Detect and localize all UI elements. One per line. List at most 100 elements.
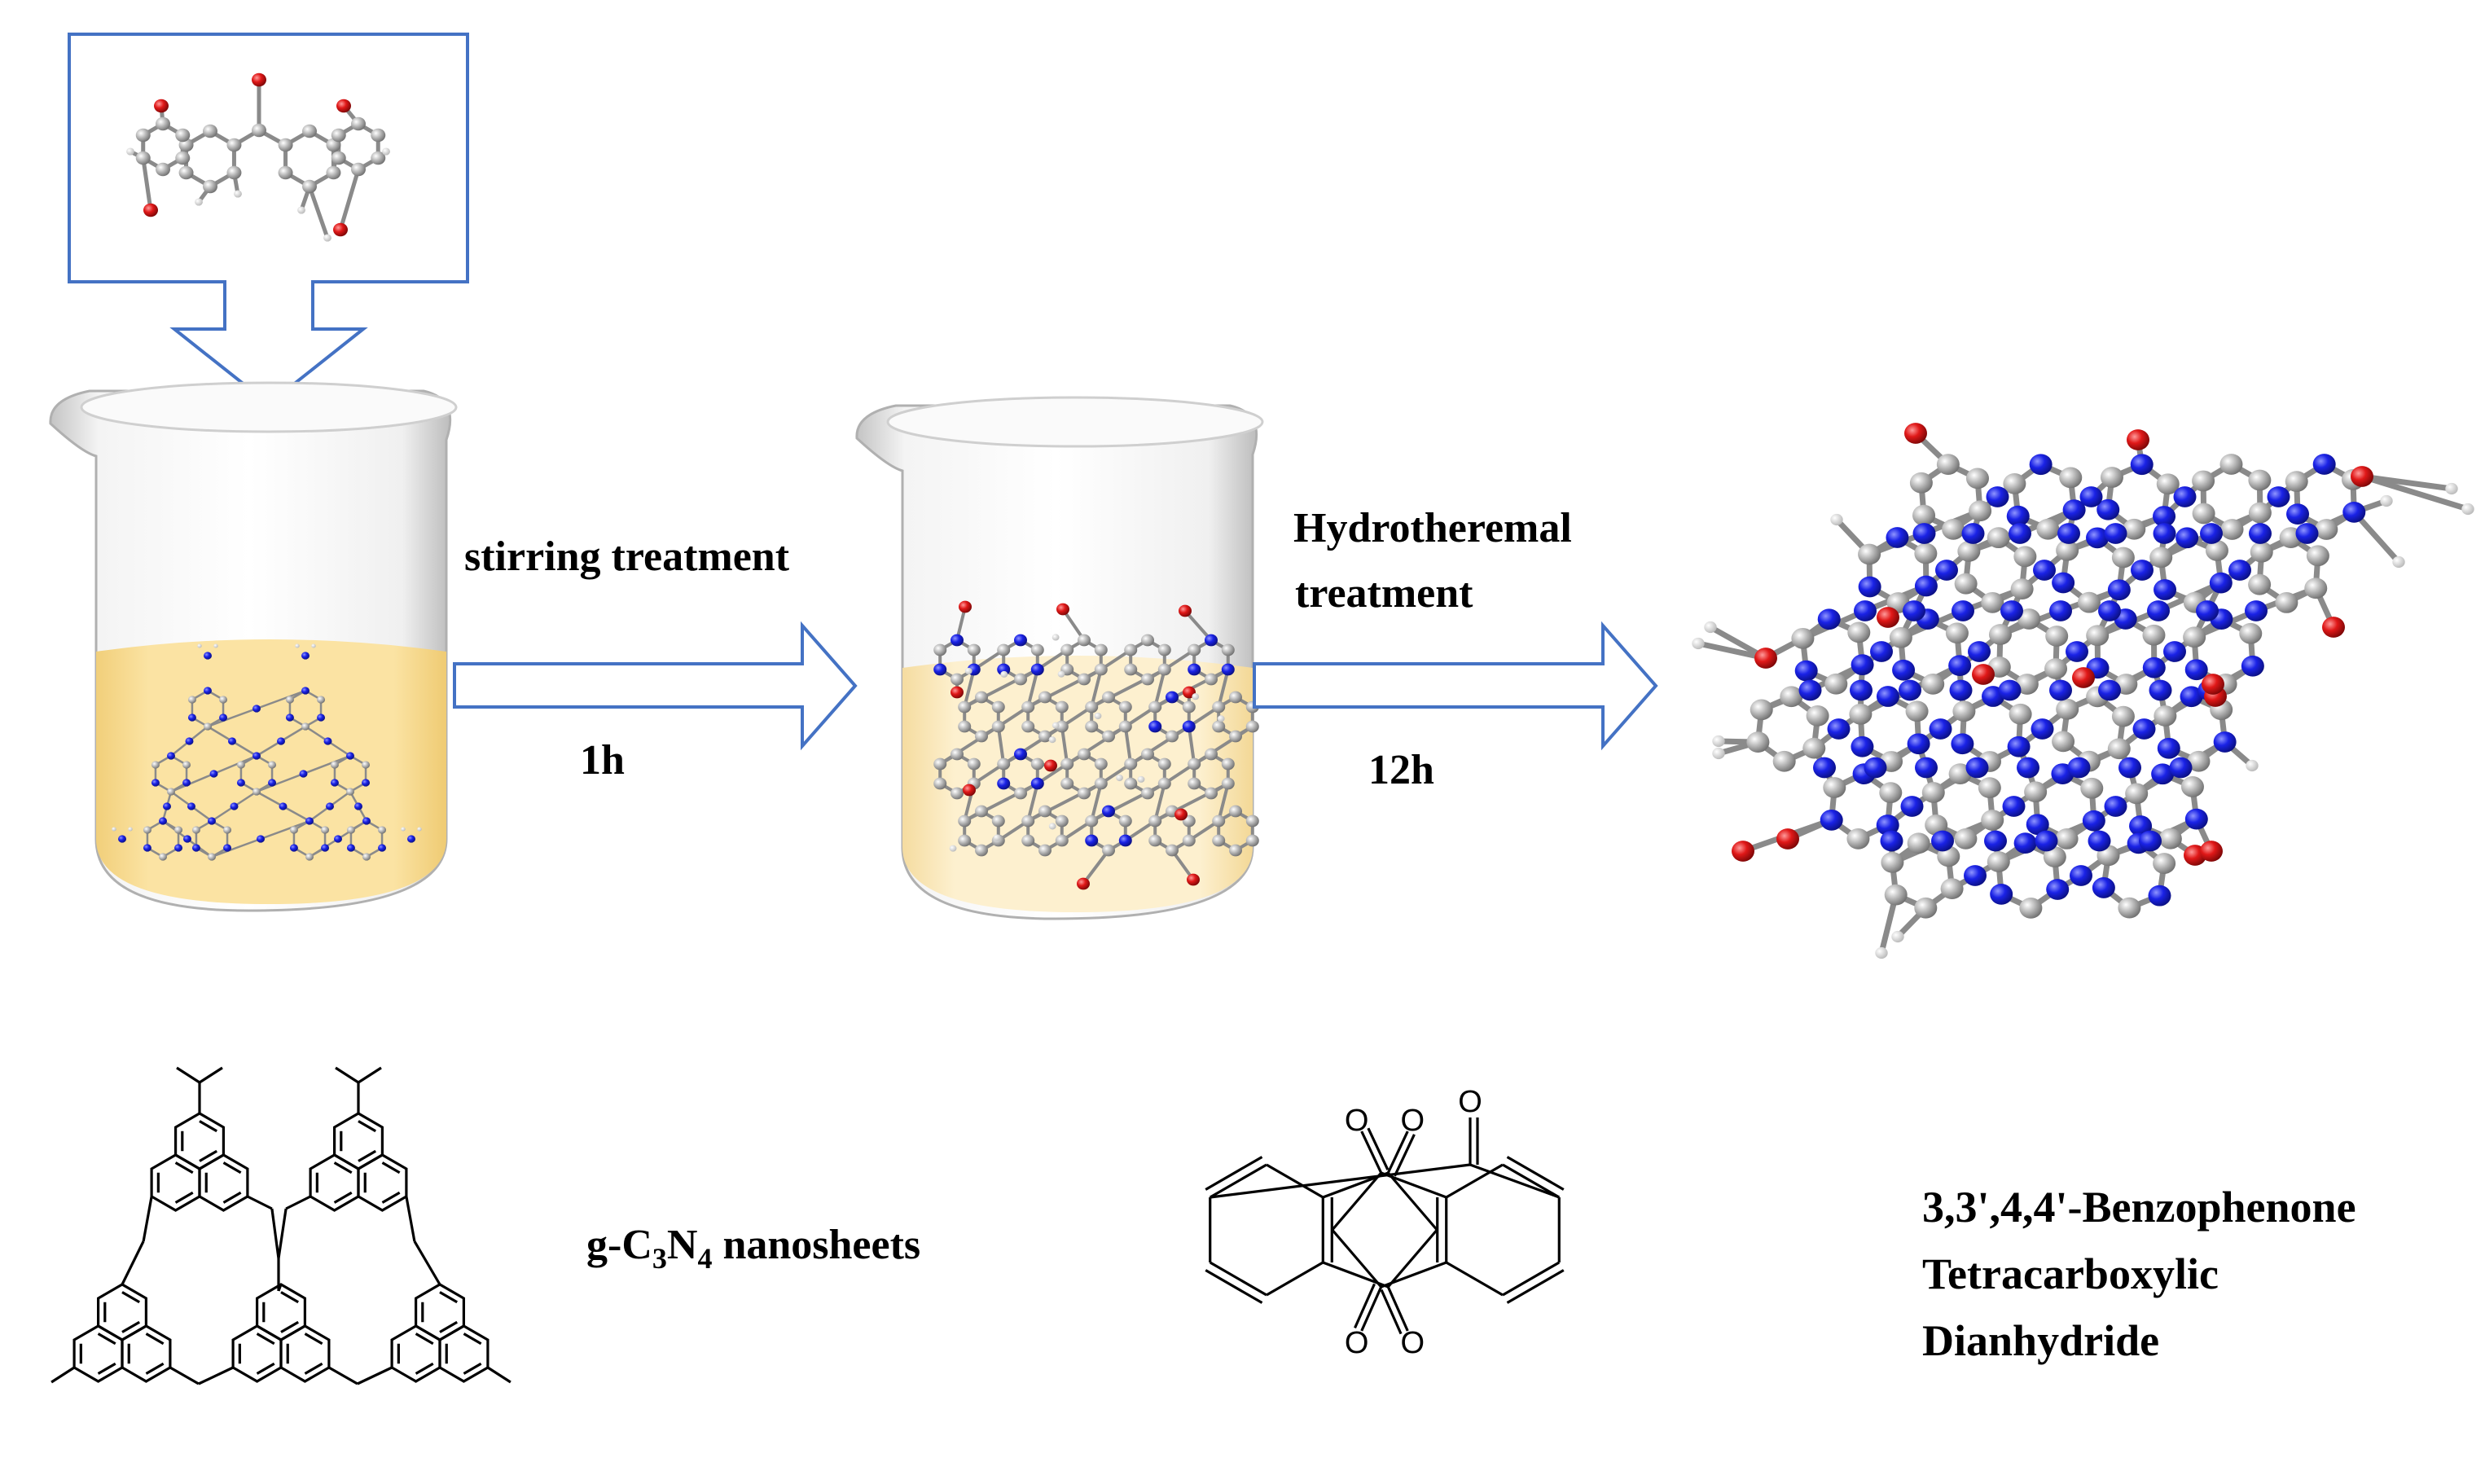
carbon-atom	[975, 691, 988, 704]
nitrogen-atom	[2157, 737, 2180, 759]
nitrogen-atom	[279, 802, 288, 810]
model-bond	[1217, 782, 1230, 823]
carbon-atom	[1060, 757, 1074, 771]
model-bond	[282, 805, 311, 823]
carbon-atom	[346, 826, 355, 834]
btda-label-line3: Dianhydride	[1922, 1316, 2159, 1365]
nitrogen-atom	[252, 752, 261, 760]
nitrogen-atom	[185, 737, 194, 745]
nitrogen-atom	[1886, 527, 1909, 548]
nitrogen-atom	[183, 835, 191, 843]
carbon-atom	[2003, 473, 2026, 494]
skeletal-double-bond	[333, 1191, 353, 1204]
btda-double-bond	[1367, 1127, 1390, 1170]
btda-double-bond	[1506, 1269, 1565, 1304]
carbon-atom	[1038, 730, 1052, 743]
hydrogen-atom	[1000, 670, 1008, 678]
skeletal-bridge	[328, 1366, 358, 1385]
nitrogen-atom	[1968, 641, 1991, 662]
carbon-atom	[226, 165, 242, 180]
model-bond	[255, 740, 283, 757]
skeletal-double-bond	[174, 1161, 194, 1174]
skeletal-double-bond	[222, 1161, 242, 1174]
model-bond	[279, 725, 307, 743]
model-bond	[963, 668, 976, 709]
step2-label-line2: treatment	[1295, 570, 1473, 617]
model-bond	[996, 725, 1006, 766]
nitrogen-atom	[2098, 600, 2121, 621]
carbon-atom	[2306, 545, 2329, 567]
carbon-atom	[2010, 578, 2034, 600]
product-composite-model	[1692, 423, 2474, 959]
oxygen-atom	[336, 99, 351, 113]
oxygen-atom	[2072, 667, 2095, 688]
model-bond	[304, 725, 329, 743]
carbon-atom	[2248, 502, 2272, 524]
nitrogen-atom	[285, 713, 294, 722]
carbon-atom	[1846, 828, 1870, 850]
btda-bond	[1210, 1163, 1471, 1199]
skeletal-bridge	[176, 1066, 200, 1084]
carbon-atom	[1245, 720, 1259, 733]
carbon-atom	[2045, 626, 2069, 647]
nitrogen-atom	[1964, 865, 1987, 886]
nitrogen-atom	[1854, 600, 1877, 621]
hydrogen-atom	[1891, 930, 1904, 943]
nitrogen-atom	[933, 663, 947, 676]
carbon-atom	[219, 696, 228, 704]
nitrogen-atom	[208, 817, 216, 825]
carbon-atom	[1940, 878, 1964, 900]
hydrogen-atom	[964, 667, 972, 674]
skeletal-double-bond	[121, 1320, 141, 1333]
carbon-atom	[1884, 884, 1908, 906]
skeletal-double-bond	[358, 1149, 377, 1162]
carbon-atom	[1245, 814, 1259, 828]
carbon-atom	[1954, 828, 1978, 850]
skeletal-bridge	[357, 1366, 393, 1385]
nitrogen-atom	[346, 844, 355, 852]
carbon-atom	[1909, 472, 1933, 494]
carbon-atom	[2304, 577, 2328, 599]
carbon-atom	[1085, 814, 1099, 828]
hydrogen-atom	[1217, 715, 1225, 722]
carbon-atom	[1912, 504, 1936, 526]
step2-label-line1: Hydrotheremal	[1293, 505, 1572, 551]
carbon-atom	[1055, 814, 1069, 828]
carbon-atom	[2077, 591, 2101, 613]
carbon-atom	[285, 696, 294, 704]
carbon-atom	[151, 761, 160, 769]
btda-bond	[1445, 1163, 1504, 1199]
nitrogen-atom	[2153, 506, 2176, 527]
skeletal-ring	[438, 1324, 490, 1383]
carbon-atom	[331, 151, 346, 165]
hydrogen-atom	[382, 147, 390, 156]
carbon-atom	[2154, 705, 2177, 727]
carbon-atom	[2142, 624, 2166, 646]
carbon-atom	[1094, 663, 1108, 676]
oxygen-atom	[951, 686, 964, 699]
carbon-atom	[1772, 750, 1796, 772]
carbon-atom	[1945, 622, 1969, 644]
callout-arrow-box	[68, 33, 469, 406]
carbon-atom	[1802, 737, 1826, 759]
carbon-atom	[236, 761, 245, 769]
model-bond	[169, 790, 193, 808]
hydrogen-atom	[993, 834, 1001, 841]
carbon-atom	[156, 116, 170, 131]
carbon-atom	[2220, 519, 2244, 540]
nitrogen-atom	[1998, 679, 2022, 701]
carbon-atom	[1823, 777, 1846, 798]
carbon-atom	[1889, 626, 1912, 648]
carbon-atom	[1124, 777, 1138, 790]
hydrogen-atom	[311, 643, 316, 648]
skeletal-double-bond	[256, 1362, 275, 1375]
oxygen-atom	[1877, 607, 1899, 628]
skeletal-double-bond	[280, 1291, 300, 1304]
carbon-atom	[2156, 473, 2180, 495]
hydrogen-atom	[1875, 946, 1888, 959]
nitrogen-atom	[1850, 679, 1873, 701]
carbon-atom	[2024, 781, 2048, 803]
model-bond	[230, 740, 258, 757]
carbon-atom	[1205, 673, 1218, 686]
